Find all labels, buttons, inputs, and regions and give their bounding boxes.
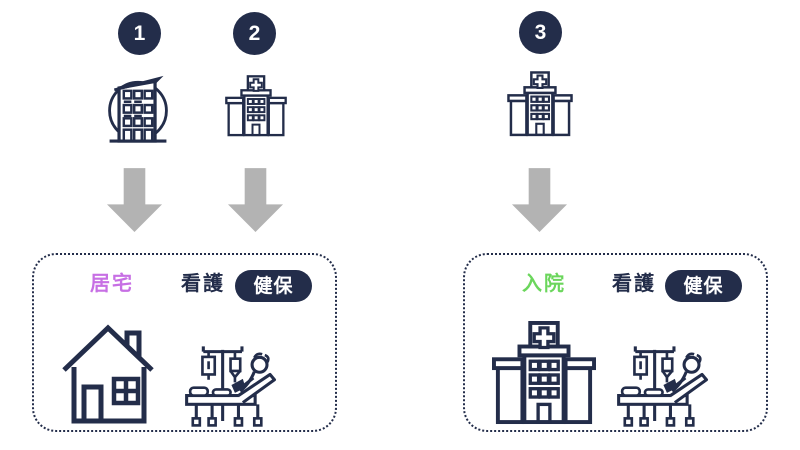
insurance-badge: 健保 [235, 270, 312, 302]
insurance-badge-label: 健保 [253, 275, 294, 297]
care-box-hospital: 入院 看護 健保 [463, 253, 768, 432]
location-label-home: 居宅 [90, 273, 134, 295]
house-icon [60, 322, 160, 426]
insurance-badge-label: 健保 [683, 275, 724, 297]
hospital-building-icon [506, 71, 574, 137]
hospital-bed-icon [184, 341, 285, 429]
hospital-bed-icon [616, 341, 717, 429]
step-3-badge: 3 [519, 11, 562, 54]
care-box-home: 居宅 看護 健保 [32, 253, 337, 432]
step-1-badge: 1 [118, 12, 161, 55]
step-1-number: 1 [133, 22, 146, 45]
location-label-hospital: 入院 [522, 273, 566, 295]
office-building-icon [102, 68, 174, 144]
step-2-number: 2 [248, 22, 261, 45]
insurance-badge: 健保 [665, 270, 742, 302]
step-2-badge: 2 [233, 12, 276, 55]
down-arrow-icon [227, 168, 284, 233]
service-label: 看護 [612, 273, 656, 295]
hospital-building-icon [490, 321, 598, 425]
service-label: 看護 [181, 273, 225, 295]
step-3-number: 3 [534, 21, 547, 44]
down-arrow-icon [106, 168, 163, 233]
hospital-building-icon [224, 75, 288, 137]
down-arrow-icon [511, 168, 568, 233]
